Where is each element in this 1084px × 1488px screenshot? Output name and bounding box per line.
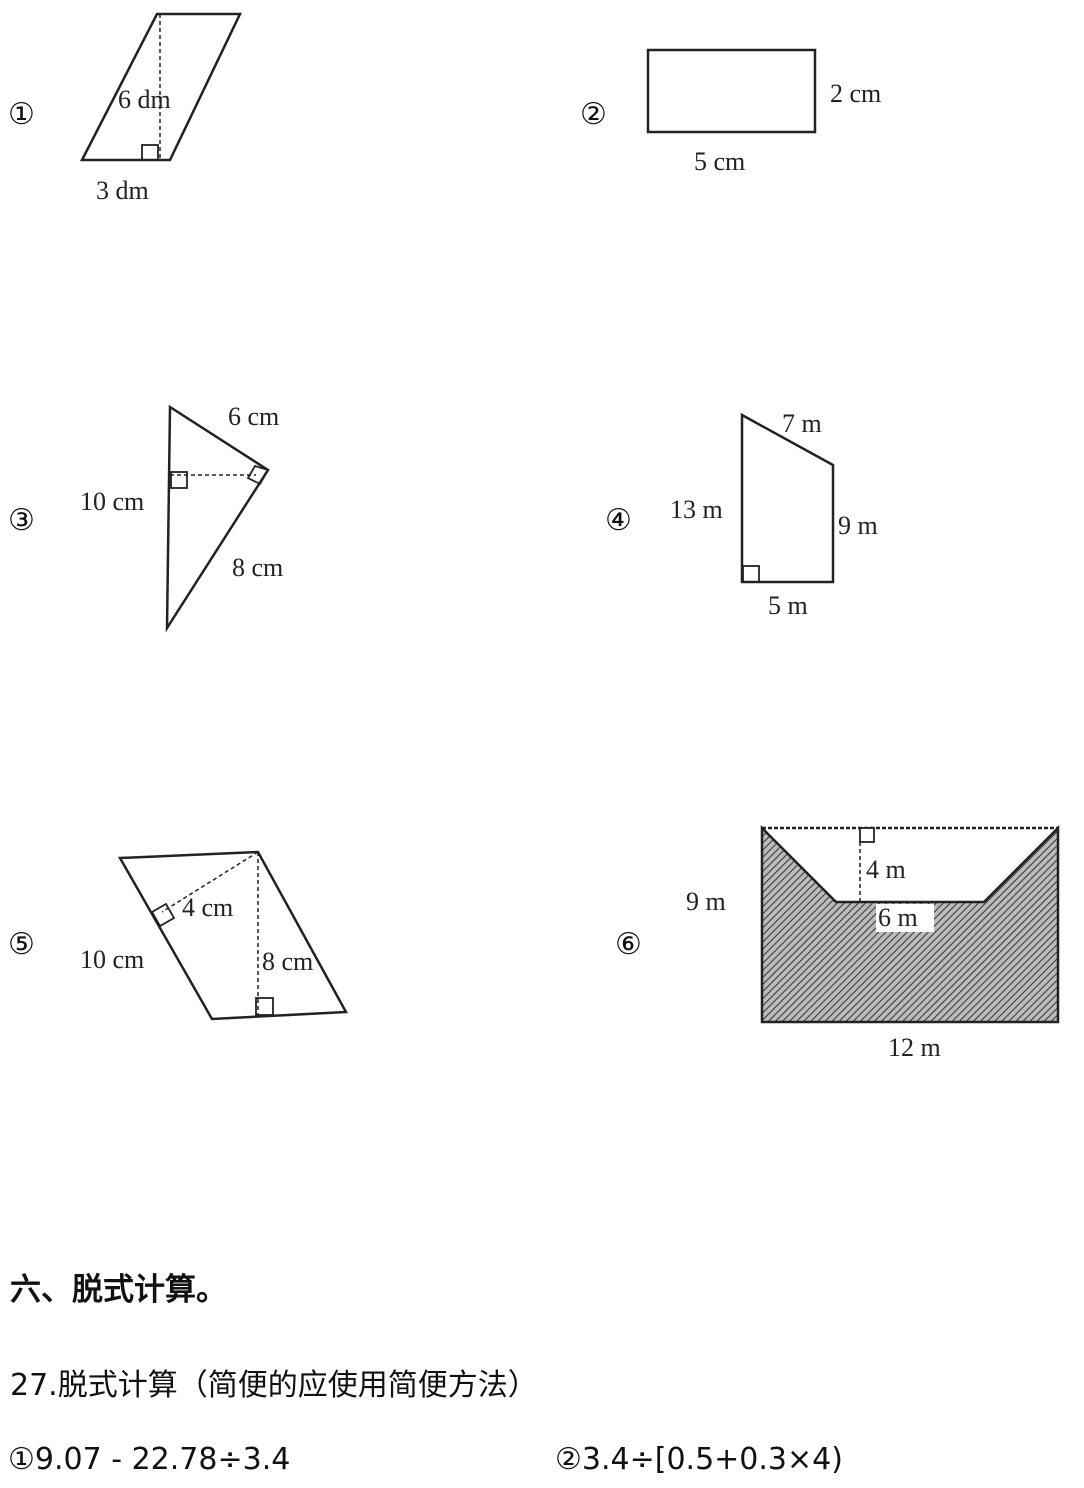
dimension-label: 6 dm — [118, 85, 171, 114]
figure-marker: ① — [8, 97, 35, 132]
figure-marker: ⑥ — [615, 927, 642, 962]
figure-1-parallelogram — [79, 12, 242, 162]
question-text: 27.脱式计算（简便的应使用简便方法） — [10, 1368, 538, 1403]
dimension-label: 10 cm — [80, 487, 144, 516]
problem-1: ①9.07 - 22.78÷3.4 — [8, 1442, 291, 1477]
dimension-label: 2 cm — [830, 79, 881, 108]
dimension-label: 9 m — [838, 511, 878, 540]
figure-marker: ④ — [605, 503, 632, 538]
figure-2-rectangle — [646, 48, 817, 134]
dimension-label: 13 m — [670, 495, 723, 524]
dimension-label: 9 m — [686, 887, 726, 916]
figure-6-shaded-region — [760, 824, 1060, 1024]
dimension-label: 7 m — [782, 409, 822, 438]
figure-marker: ③ — [8, 503, 35, 538]
dimension-label: 6 cm — [228, 402, 279, 431]
dimension-label: 5 cm — [694, 147, 745, 176]
dimension-label: 8 cm — [262, 947, 313, 976]
figure-marker: ② — [580, 97, 607, 132]
problem-2: ②3.4÷[0.5+0.3×4) — [555, 1442, 843, 1477]
dimension-label: 8 cm — [232, 553, 283, 582]
dimension-label: 4 m — [866, 855, 906, 884]
dimension-label: 3 dm — [96, 176, 149, 205]
section-heading: 六、脱式计算。 — [10, 1272, 227, 1308]
dimension-label: 12 m — [888, 1033, 941, 1062]
figure-4-trapezoid — [740, 412, 835, 584]
dimension-label: 4 cm — [182, 893, 233, 922]
dimension-label: 10 cm — [80, 945, 144, 974]
figure-marker: ⑤ — [8, 927, 35, 962]
figure-5-parallelogram — [117, 850, 349, 1021]
figure-3-triangle — [165, 404, 270, 633]
dimension-label: 5 m — [768, 591, 808, 620]
dimension-label: 6 m — [878, 903, 918, 932]
